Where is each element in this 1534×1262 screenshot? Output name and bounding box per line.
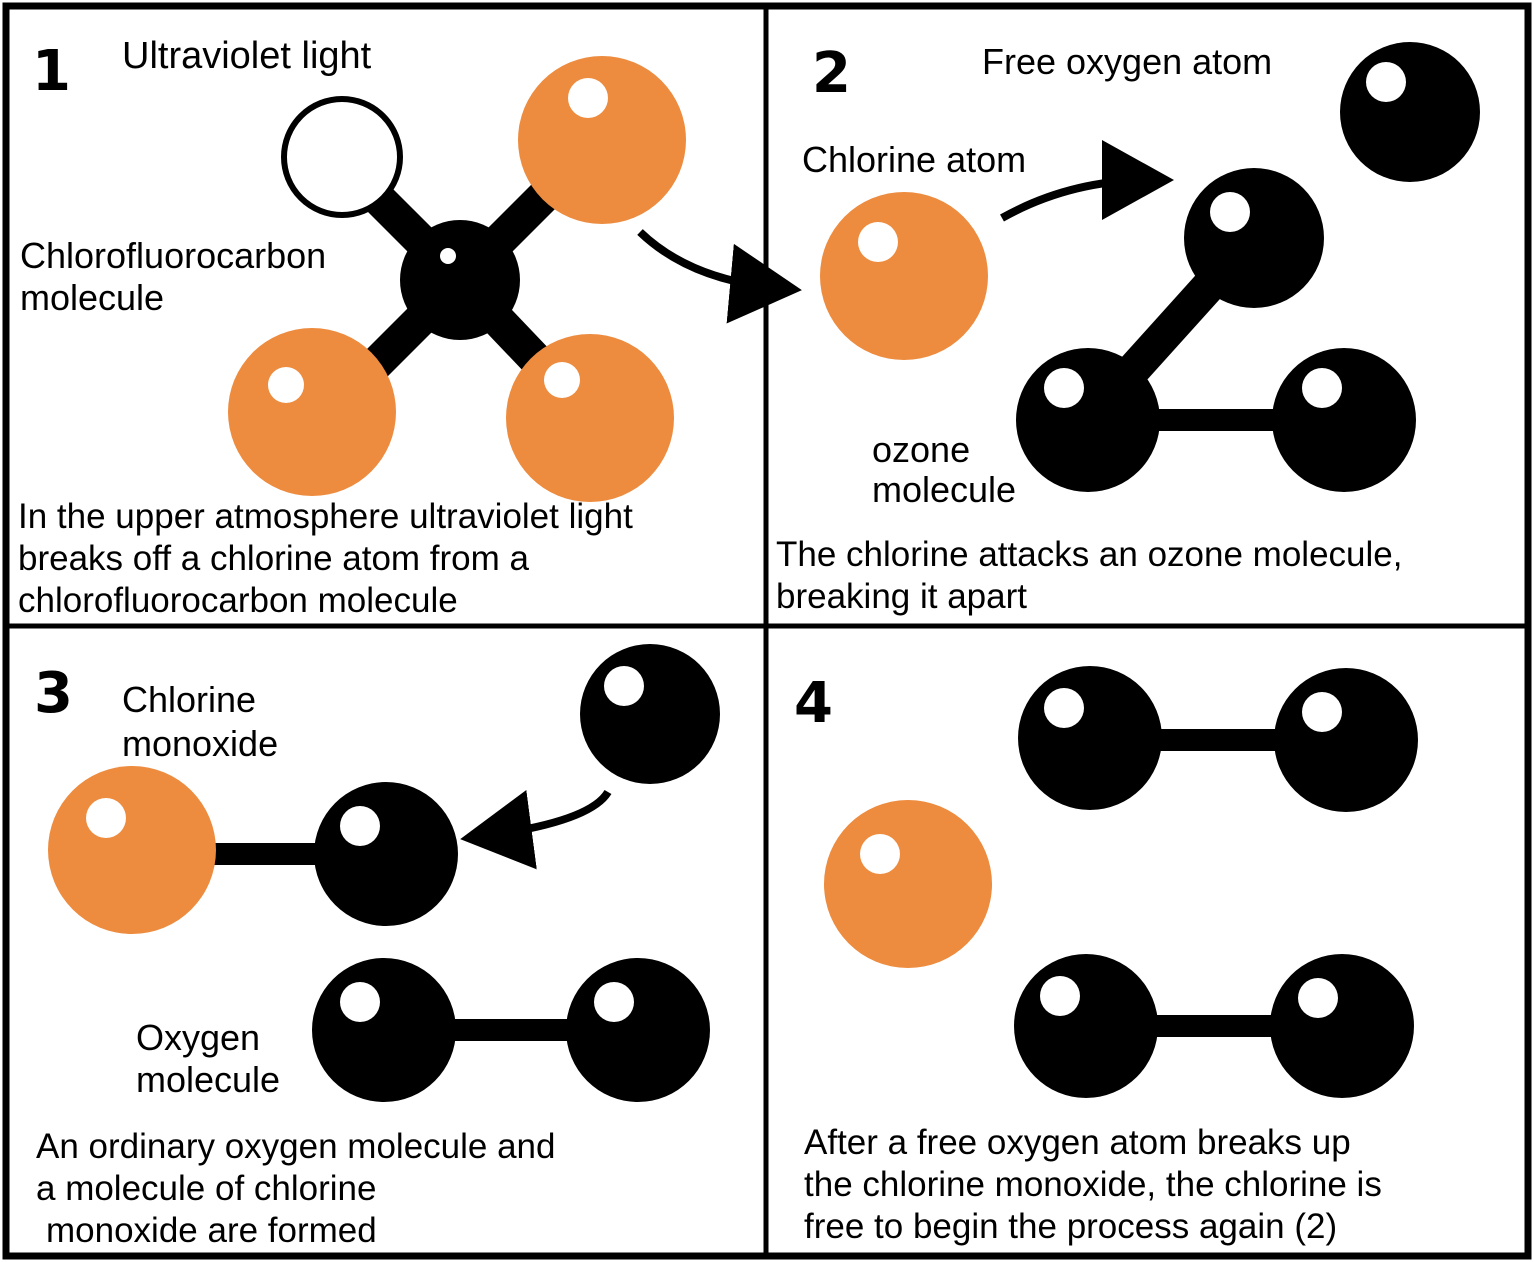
atom-highlight <box>1044 368 1084 408</box>
caption-line: a molecule of chlorine <box>36 1169 376 1208</box>
atom-highlight <box>1366 62 1406 102</box>
chlorine-monoxide-molecule <box>48 766 458 934</box>
label-ultraviolet-light: Ultraviolet light <box>122 35 372 77</box>
caption-line: breaks off a chlorine atom from a <box>18 539 530 578</box>
panel-number: 4 <box>794 671 833 736</box>
caption-line: After a free oxygen atom breaks up <box>804 1123 1351 1162</box>
chlorine-atom <box>506 334 674 502</box>
atom-highlight <box>858 222 898 262</box>
label-cfc-line-1: Chlorofluorocarbon <box>20 235 326 276</box>
caption-line: The chlorine attacks an ozone molecule, <box>776 535 1402 574</box>
oxygen-molecule <box>1014 954 1414 1098</box>
atom-highlight <box>1040 976 1080 1016</box>
atom-highlight <box>1302 692 1342 732</box>
atom-highlight <box>340 806 380 846</box>
caption-line: chlorofluorocarbon molecule <box>18 581 458 620</box>
oxygen-atom <box>1274 668 1418 812</box>
caption-line: breaking it apart <box>776 577 1027 616</box>
chlorine-atom <box>228 328 396 496</box>
atom-highlight <box>544 362 580 398</box>
oxygen-atom <box>1018 666 1162 810</box>
panel-1: 1 Ultraviolet light Chlorofluorocarbon m… <box>18 35 802 620</box>
free-oxygen-atom <box>1340 42 1480 182</box>
label-cfc-line-2: molecule <box>20 277 164 318</box>
atom-highlight <box>1210 192 1250 232</box>
atom-highlight <box>440 248 456 264</box>
atom-highlight <box>604 666 644 706</box>
oxygen-molecule <box>312 958 710 1102</box>
label-ozone-line-2: molecule <box>872 469 1016 510</box>
arrow-chlorine-attack <box>1000 140 1174 222</box>
oxygen-atom <box>566 958 710 1102</box>
panel-number: 3 <box>34 661 73 726</box>
panel-2: 2 Free oxygen atom Chlorine atom ozone m… <box>776 41 1480 616</box>
oxygen-atom <box>1270 954 1414 1098</box>
panel-number: 2 <box>812 41 851 106</box>
oxygen-atom <box>1184 168 1324 308</box>
atom-highlight <box>86 798 126 838</box>
atom-highlight <box>594 982 634 1022</box>
atom-highlight <box>268 367 304 403</box>
caption-line: the chlorine monoxide, the chlorine is <box>804 1165 1382 1204</box>
arrow-oxygen-attack <box>460 789 612 870</box>
label-chlorine-atom: Chlorine atom <box>802 139 1026 180</box>
label-oxygen-molecule-line-1: Oxygen <box>136 1017 260 1058</box>
caption-line: An ordinary oxygen molecule and <box>36 1127 555 1166</box>
caption-line: free to begin the process again (2) <box>804 1207 1337 1246</box>
caption-line: In the upper atmosphere ultraviolet ligh… <box>18 497 633 536</box>
chlorine-atom <box>824 800 992 968</box>
caption-line: monoxide are formed <box>46 1211 377 1250</box>
atom-highlight <box>1298 978 1338 1018</box>
label-free-oxygen-atom: Free oxygen atom <box>982 41 1272 82</box>
chlorine-atom <box>48 766 216 934</box>
label-ozone-line-1: ozone <box>872 429 970 470</box>
fluorine-atom <box>281 96 403 218</box>
oxygen-molecule <box>1018 666 1418 812</box>
arrow-chlorine-release <box>637 229 802 324</box>
panel-number: 1 <box>32 39 71 104</box>
atom-highlight <box>860 834 900 874</box>
panel-4: 4 After a free oxygen atom breaks up the… <box>794 666 1418 1246</box>
ozone-molecule <box>1016 168 1416 492</box>
carbon-atom <box>400 220 520 340</box>
label-chlorine-monoxide-line-1: Chlorine <box>122 679 256 720</box>
atom-highlight <box>1044 688 1084 728</box>
chlorine-atom <box>518 56 686 224</box>
oxygen-atom <box>1016 348 1160 492</box>
label-oxygen-molecule-line-2: molecule <box>136 1059 280 1100</box>
chlorine-atom <box>820 192 988 360</box>
oxygen-atom <box>1014 954 1158 1098</box>
free-oxygen-atom <box>580 644 720 784</box>
atom-highlight <box>568 78 608 118</box>
label-chlorine-monoxide-line-2: monoxide <box>122 723 278 764</box>
atom-highlight <box>340 982 380 1022</box>
oxygen-atom <box>314 782 458 926</box>
oxygen-atom <box>1272 348 1416 492</box>
atom-highlight <box>1302 368 1342 408</box>
cfc-molecule <box>228 56 686 502</box>
panel-3: 3 Chlorine monoxide Oxygen molecule An o… <box>34 644 720 1250</box>
oxygen-atom <box>312 958 456 1102</box>
